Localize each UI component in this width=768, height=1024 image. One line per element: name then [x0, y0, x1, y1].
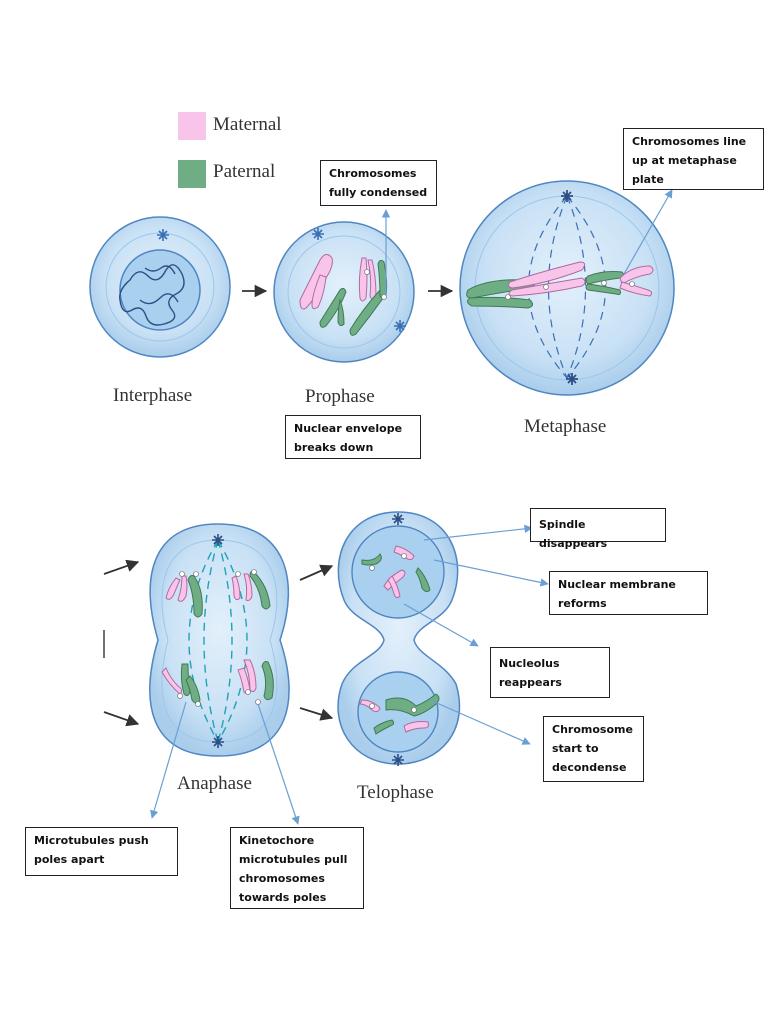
centrosome-icon — [157, 229, 169, 241]
interphase-cell — [89, 216, 231, 358]
note-kinetochore: Kinetochore microtubules pull chromosome… — [230, 827, 364, 909]
label-anaphase: Anaphase — [177, 773, 252, 794]
note-spindle-disappears: Spindle disappears — [530, 508, 666, 550]
note-metaphase-plate: Chromosomes line up at metaphase plate — [623, 128, 764, 190]
anaphase-cell — [149, 523, 290, 757]
arrow-6 — [299, 707, 334, 721]
centrosome-icon — [312, 228, 324, 240]
maternal-swatch — [178, 112, 206, 140]
note-decondense: Chromosome start to decondense — [543, 716, 644, 782]
annotation-pointers — [150, 189, 673, 825]
prophase-cell — [273, 221, 415, 363]
note-chromosomes-condensed: Chromosomes fully condensed — [320, 160, 437, 206]
centrosome-icon — [566, 373, 578, 385]
note-nuclear-membrane: Nuclear membrane reforms — [549, 571, 708, 615]
note-microtubules-push: Microtubules push poles apart — [25, 827, 178, 876]
centrosome-icon — [561, 190, 573, 202]
telophase-cell — [337, 511, 461, 766]
arrow-5 — [299, 564, 334, 581]
centrosome-icon — [392, 513, 404, 525]
arrow-3 — [103, 559, 140, 575]
centrosome-icon — [212, 736, 224, 748]
label-prophase: Prophase — [305, 386, 375, 407]
label-metaphase: Metaphase — [524, 416, 607, 437]
note-nuclear-envelope: Nuclear envelope breaks down — [285, 415, 421, 459]
label-telophase: Telophase — [357, 782, 434, 803]
legend-paternal: Paternal — [213, 161, 276, 182]
arrow-4 — [103, 711, 140, 727]
paternal-swatch — [178, 160, 206, 188]
label-interphase: Interphase — [113, 385, 193, 406]
metaphase-cell — [459, 180, 675, 396]
note-nucleolus: Nucleolus reappears — [490, 647, 610, 698]
centrosome-icon — [392, 754, 404, 766]
centrosome-icon — [394, 320, 406, 332]
centrosome-icon — [212, 534, 224, 546]
legend-maternal: Maternal — [213, 114, 282, 135]
